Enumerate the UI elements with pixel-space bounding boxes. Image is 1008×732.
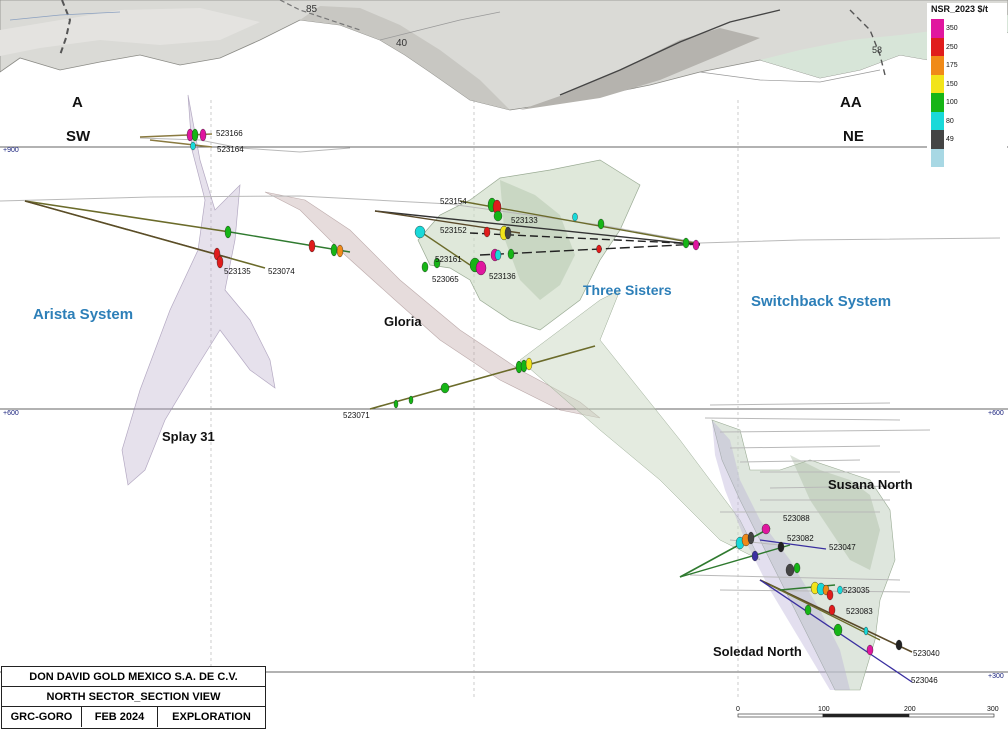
drillhole-label: 523040 (913, 649, 940, 658)
soledad-north-label: Soledad North (713, 644, 802, 659)
legend-value: 100 (946, 99, 958, 106)
contour-label: 40 (396, 38, 408, 49)
project-code: GRC-GORO (2, 707, 82, 727)
drillhole-label: 523065 (432, 275, 459, 284)
contour-label: 58 (872, 45, 883, 55)
elevation-label-right: +600 (988, 410, 1004, 417)
section-start-letter: A (72, 94, 83, 111)
view-name: NORTH SECTOR_SECTION VIEW (2, 687, 265, 707)
project-stage: EXPLORATION (172, 711, 251, 723)
legend-value: 49 (946, 136, 954, 143)
elevation-label-right: +300 (988, 673, 1004, 680)
drillhole-label: 523164 (217, 145, 244, 154)
topography-surface (0, 0, 1008, 111)
scale-tick-label: 100 (818, 706, 830, 713)
legend-swatch (931, 111, 944, 130)
underground-workings (0, 137, 1001, 593)
drillhole-label: 523166 (216, 129, 243, 138)
three-sisters-label: Three Sisters (583, 282, 672, 298)
legend-swatch (931, 37, 944, 56)
drillhole-label: 523035 (843, 586, 870, 595)
legend-value: 350 (946, 25, 958, 32)
drillhole-label: 523088 (783, 514, 810, 523)
scale-tick-label: 200 (904, 706, 916, 713)
elevation-label-left: +900 (3, 147, 19, 154)
drillhole-label: 523133 (511, 216, 538, 225)
splay-31-label: Splay 31 (162, 429, 215, 444)
elevation-label-left: +600 (3, 410, 19, 417)
section-end-letter: AA (840, 94, 862, 111)
legend-swatch (931, 130, 944, 149)
nsr-legend: NSR_2023 $/t 350 250 175 150 100 80 49 (927, 3, 1007, 169)
section-end-direction: NE (843, 128, 864, 145)
drillhole-label: 523047 (829, 543, 856, 552)
drillhole-label: 523161 (435, 255, 462, 264)
company-name: DON DAVID GOLD MEXICO S.A. DE C.V. (2, 667, 265, 687)
section-start-direction: SW (66, 128, 91, 145)
drillhole-label: 523083 (846, 607, 873, 616)
drillhole-label: 523152 (440, 226, 467, 235)
nsr-sample-discs (186, 128, 903, 656)
legend-value: 80 (946, 117, 954, 125)
drillhole-label: 523074 (268, 267, 295, 276)
legend-swatch (931, 56, 944, 75)
scale-tick-label: 0 (736, 706, 740, 713)
legend-swatch (931, 74, 944, 93)
legend-title: NSR_2023 $/t (931, 4, 989, 14)
contour-label: 85 (306, 4, 318, 15)
legend-value: 250 (946, 43, 958, 51)
scale-tick-label: 300 (987, 706, 999, 713)
vein-wireframes (121, 94, 896, 691)
drillhole-label: 523136 (489, 272, 516, 281)
susana-north-label: Susana North (828, 477, 913, 492)
switchback-system-label: Switchback System (751, 293, 892, 310)
issue-date: FEB 2024 (82, 707, 158, 727)
title-block: DON DAVID GOLD MEXICO S.A. DE C.V. NORTH… (1, 666, 266, 729)
legend-swatch (931, 93, 944, 112)
drillhole-label: 523046 (911, 676, 938, 685)
drillhole-label: 523071 (343, 411, 370, 420)
title-block-footer: GRC-GORO FEB 2024 EXPLORATION (2, 707, 265, 727)
gloria-label: Gloria (384, 314, 422, 329)
drillhole-label: 523082 (787, 534, 814, 543)
drillhole-label: 523154 (440, 197, 467, 206)
drillhole-label: 523135 (224, 267, 251, 276)
legend-scale: 350 250 175 150 100 80 49 (927, 3, 1007, 169)
legend-value: 150 (946, 80, 958, 88)
legend-value: 175 (946, 62, 958, 69)
arista-system-label: Arista System (33, 306, 134, 323)
scale-bar-graphic (737, 713, 995, 718)
legend-swatch (931, 19, 944, 38)
legend-swatch (931, 148, 944, 167)
